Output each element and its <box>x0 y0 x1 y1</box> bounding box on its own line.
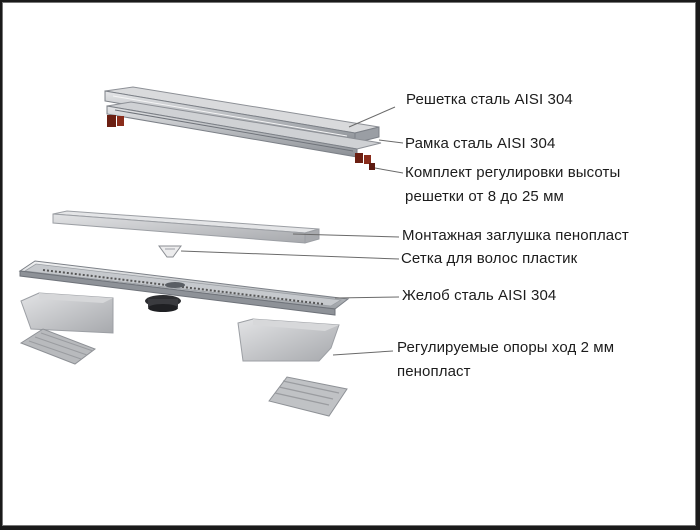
leader-height-kit <box>374 167 404 174</box>
leader-frame <box>378 139 404 144</box>
exploded-view-drawing <box>18 86 404 417</box>
leader-channel <box>334 296 400 299</box>
foam-wedge-left <box>19 328 97 365</box>
frame-part <box>106 101 382 158</box>
label-frame: Рамка сталь AISI 304 <box>405 135 556 152</box>
leader-foam-plug <box>292 233 400 238</box>
label-supports-line2: пенопласт <box>397 363 471 380</box>
label-hair-mesh: Сетка для волос пластик <box>401 250 578 267</box>
foam-wedge-right <box>268 376 348 417</box>
label-channel: Желоб сталь AISI 304 <box>402 287 557 304</box>
label-supports-line1: Регулируемые опоры ход 2 мм <box>397 339 615 356</box>
foam-support-right <box>237 318 340 362</box>
foam-support-left <box>20 292 114 334</box>
leader-supports <box>332 350 394 356</box>
leader-grate <box>348 106 396 128</box>
channel-part <box>18 260 350 316</box>
label-foam-plug: Монтажная заглушка пенопласт <box>402 227 629 244</box>
foam-plug-part <box>52 210 320 244</box>
label-height-kit-line2: решетки от 8 до 25 мм <box>405 188 564 205</box>
label-height-kit-line1: Комплект регулировки высоты <box>405 164 621 181</box>
height-adjuster-part <box>107 115 375 170</box>
label-grate: Решетка сталь AISI 304 <box>406 91 573 108</box>
leader-lines <box>180 106 404 356</box>
hair-mesh-part <box>158 245 182 258</box>
leader-hair-mesh <box>180 250 400 260</box>
